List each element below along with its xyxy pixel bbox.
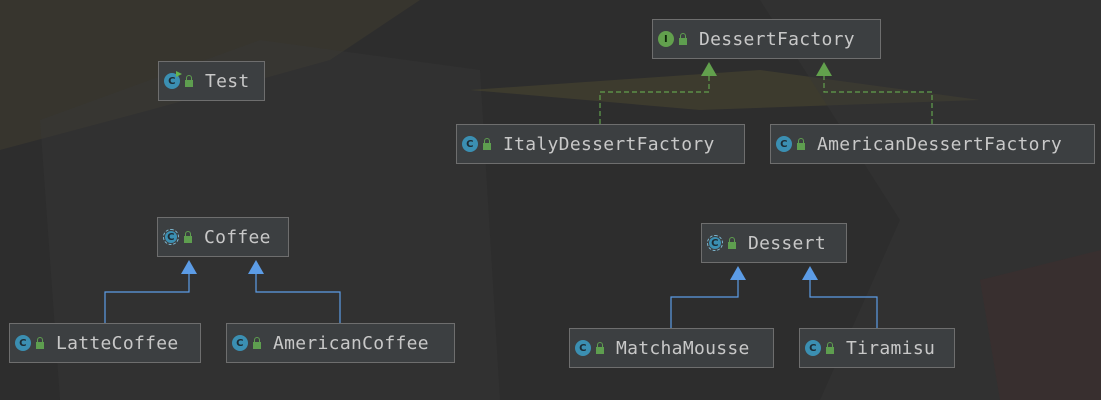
class-icon: C <box>575 340 591 356</box>
class-node-test[interactable]: C Test <box>158 61 265 101</box>
public-access-icon <box>483 137 491 150</box>
abstract-class-icon: C <box>707 235 723 251</box>
arrowhead-matcha-to-dessert <box>730 266 746 280</box>
interface-node-dessertfactory[interactable]: I DessertFactory <box>652 19 881 59</box>
public-access-icon <box>679 32 687 45</box>
node-label: AmericanDessertFactory <box>817 133 1063 155</box>
class-node-tiramisu[interactable]: C Tiramisu <box>799 328 955 368</box>
edge-americancoffee-to-coffee <box>255 273 341 323</box>
class-icon: C <box>462 136 478 152</box>
node-label: Test <box>205 70 250 92</box>
arrowhead-american-to-dessertfactory <box>816 62 832 76</box>
public-access-icon <box>184 230 192 243</box>
class-node-lattecoffee[interactable]: C LatteCoffee <box>9 323 201 363</box>
arrowhead-tiramisu-to-dessert <box>802 266 818 280</box>
public-access-icon <box>36 336 44 349</box>
abstract-class-node-dessert[interactable]: C Dessert <box>701 223 847 263</box>
class-icon: C <box>232 335 248 351</box>
class-icon: C <box>776 136 792 152</box>
arrowhead-latte-to-coffee <box>181 260 197 274</box>
class-node-americancoffee[interactable]: C AmericanCoffee <box>226 323 455 363</box>
node-label: DessertFactory <box>699 28 855 50</box>
node-label: Tiramisu <box>846 337 936 359</box>
class-node-americandessertfactory[interactable]: C AmericanDessertFactory <box>770 124 1095 164</box>
public-access-icon <box>797 137 805 150</box>
edge-matcha-to-dessert <box>670 279 739 328</box>
edge-american-to-dessertfactory <box>823 73 933 124</box>
node-label: AmericanCoffee <box>273 332 429 354</box>
public-access-icon <box>826 341 834 354</box>
runnable-class-icon: C <box>164 71 182 89</box>
abstract-class-node-coffee[interactable]: C Coffee <box>157 217 289 257</box>
node-label: MatchaMousse <box>616 337 750 359</box>
public-access-icon <box>596 341 604 354</box>
node-label: Coffee <box>204 226 271 248</box>
public-access-icon <box>253 336 261 349</box>
class-icon: C <box>15 335 31 351</box>
public-access-icon <box>728 236 736 249</box>
node-label: LatteCoffee <box>56 332 179 354</box>
node-label: Dessert <box>748 232 826 254</box>
class-node-italydessertfactory[interactable]: C ItalyDessertFactory <box>456 124 745 164</box>
edge-italy-to-dessertfactory <box>599 73 710 124</box>
class-node-matchamousse[interactable]: C MatchaMousse <box>569 328 774 368</box>
arrowhead-americancoffee-to-coffee <box>248 260 264 274</box>
public-access-icon <box>185 74 193 87</box>
edge-latte-to-coffee <box>104 273 190 323</box>
edge-tiramisu-to-dessert <box>809 279 878 328</box>
abstract-class-icon: C <box>163 229 179 245</box>
interface-icon: I <box>658 31 674 47</box>
node-label: ItalyDessertFactory <box>503 133 715 155</box>
arrowhead-italy-to-dessertfactory <box>701 62 717 76</box>
class-icon: C <box>805 340 821 356</box>
